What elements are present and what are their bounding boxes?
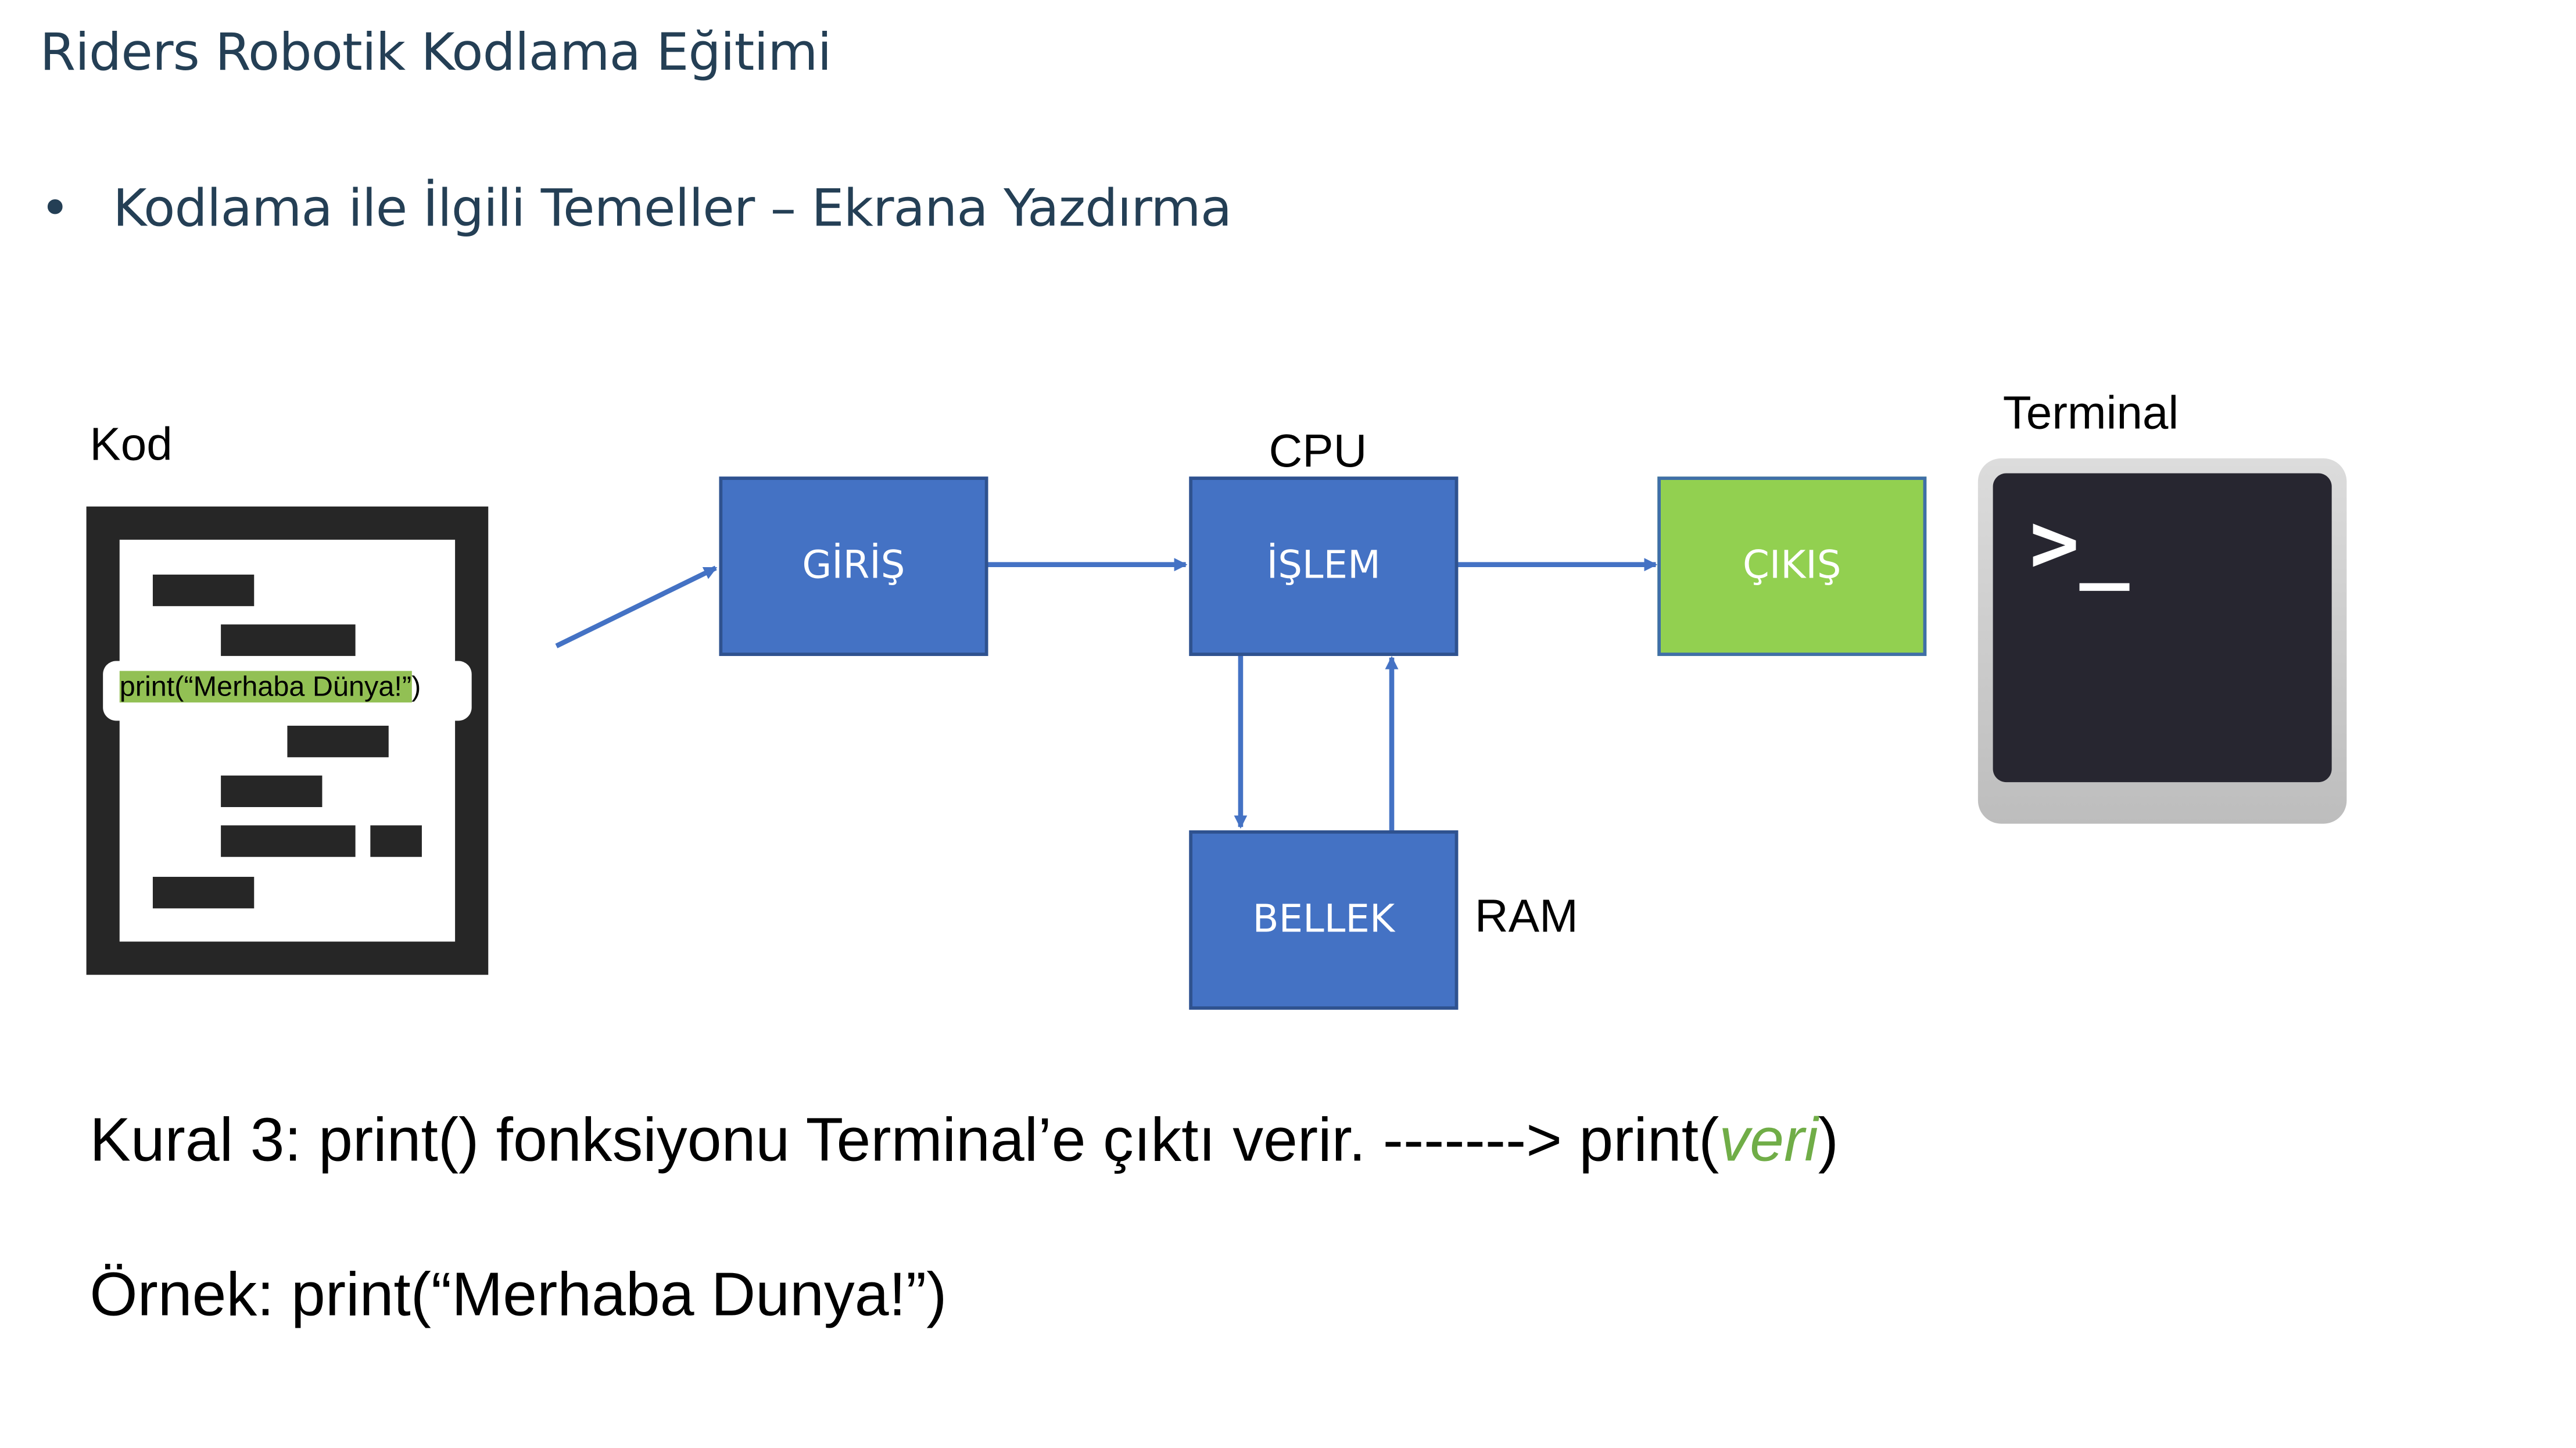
code-snippet: print(“Merhaba Dünya!”) bbox=[119, 671, 421, 704]
terminal-prompt-icon: >_ bbox=[2029, 494, 2130, 592]
rule-suffix: ) bbox=[1818, 1106, 1839, 1174]
example-text: Örnek: print(“Merhaba Dunya!”) bbox=[89, 1260, 947, 1329]
code-line-bar bbox=[221, 775, 323, 807]
slide-title: Riders Robotik Kodlama Eğitimi bbox=[40, 23, 832, 83]
output-box: ÇIKIŞ bbox=[1657, 476, 1927, 656]
bullet-text: Kodlama ile İlgili Temeller – Ekrana Yaz… bbox=[113, 179, 1232, 239]
rule-text: Kural 3: print() fonksiyonu Terminal’e ç… bbox=[89, 1106, 1839, 1175]
rule-prefix: Kural 3: print() fonksiyonu Terminal’e ç… bbox=[89, 1106, 1719, 1174]
input-box: GİRİŞ bbox=[719, 476, 988, 656]
code-line-bar bbox=[221, 624, 356, 656]
code-line-bar bbox=[370, 825, 422, 857]
code-line-bar bbox=[287, 725, 389, 758]
cpu-label: CPU bbox=[1269, 425, 1367, 477]
code-snippet-highlight: print(“Merhaba Dünya!” bbox=[119, 671, 412, 703]
bullet-icon: • bbox=[40, 179, 70, 239]
terminal-label: Terminal bbox=[2002, 386, 2179, 439]
bullet-item: • Kodlama ile İlgili Temeller – Ekrana Ya… bbox=[40, 179, 1233, 239]
code-line-bar bbox=[152, 877, 255, 909]
code-snippet-tail: ) bbox=[411, 671, 421, 703]
memory-box: BELLEK bbox=[1189, 830, 1459, 1010]
terminal-screen bbox=[1993, 473, 2332, 783]
code-line-bar bbox=[221, 825, 356, 857]
code-line-bar bbox=[152, 574, 255, 607]
process-box: İŞLEM bbox=[1189, 476, 1459, 656]
code-label: Kod bbox=[89, 418, 173, 470]
ram-label: RAM bbox=[1474, 890, 1578, 942]
arrow-code-to-input bbox=[555, 565, 718, 648]
rule-argument: veri bbox=[1719, 1106, 1818, 1174]
